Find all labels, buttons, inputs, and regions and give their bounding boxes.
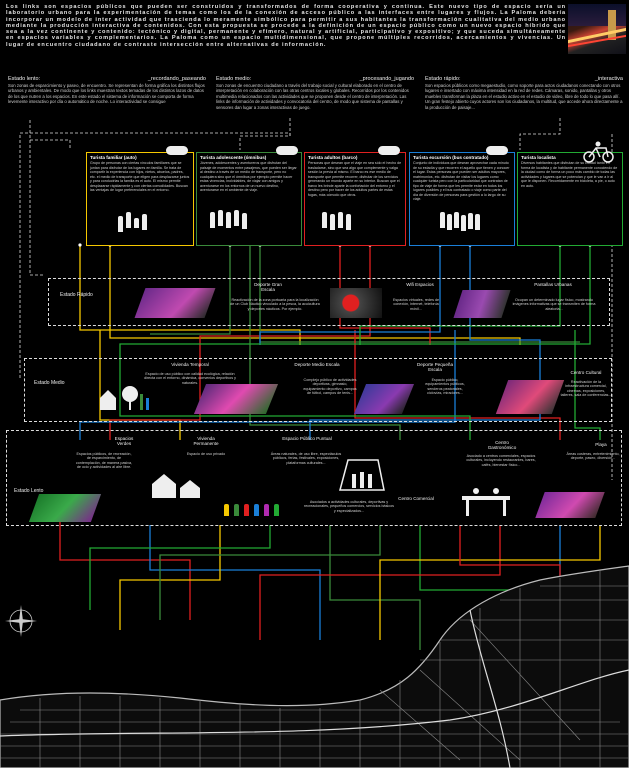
compass-icon (5, 605, 37, 637)
node-centro-cultural: Centro Cultural (570, 370, 602, 375)
city-map (0, 565, 629, 768)
cloud-icon (486, 146, 508, 155)
node-wifi-espacios: Wifi Espacios (406, 282, 434, 287)
profile-title: Turista localista (521, 155, 556, 160)
node-vivienda-temporal: Vivienda Temporal (171, 362, 209, 367)
node-desc: Asociados a actividades culturales, depo… (304, 500, 394, 513)
bicycle-icon (583, 141, 614, 163)
node-desc: Ocupan un determinado lugar físico, most… (512, 298, 596, 311)
profile-title: Turista adolescente (ómnibus) (200, 155, 267, 160)
market-people-icon (339, 459, 385, 491)
dining-table-icon (462, 488, 510, 516)
column-lento-header: Estado lento:_recordando_paseando (8, 76, 206, 82)
profile-box-localista: Turista localista Diversos habitantes qu… (517, 152, 623, 246)
medium-sports-image (193, 384, 279, 414)
state-lento-band (6, 430, 622, 526)
profile-text: Conjunto de individuos que desean aprove… (413, 161, 510, 201)
people-color-icons (224, 504, 294, 518)
node-desc: Reactivación de la infraestructura comer… (560, 380, 612, 398)
node-pantallas-urbanas: Pantallas Urbanas (534, 282, 572, 287)
state-medio-band (24, 358, 612, 422)
node-deporte-medio-escala: Deporte Medio Escala (294, 362, 340, 367)
city-night-photo (568, 4, 626, 54)
column-lento-text: Son zonas de esparcimiento y paseo, de e… (8, 83, 205, 105)
node-deporte-pequena-escala: Deporte Pequeña Escala (416, 362, 453, 373)
profile-box-excursion: Turista excursión (bus contratado) Conju… (409, 152, 515, 246)
profile-text: Jóvenes, adolescentes y aventureros que … (200, 161, 297, 192)
node-desc: Espacio de uso público con calidad ecoló… (144, 372, 236, 385)
beach-image (535, 492, 605, 518)
profile-text: Personas que desean que el viaje en sea … (308, 161, 402, 197)
green-spaces-image (28, 494, 102, 522)
urban-screens-image (453, 290, 511, 318)
node-vivienda-permanente: Vivienda Permanente (193, 436, 219, 447)
cloud-icon (166, 146, 188, 155)
house-tree-icon (100, 386, 149, 410)
node-centro-gastronomico: Centro Gastronómico (487, 440, 517, 451)
profile-title: Turista familiar (auto) (90, 155, 137, 160)
state-medio-label: Estado Medio (34, 380, 65, 386)
node-desc: Áreas naturales, de uso libre, espectácu… (270, 452, 342, 465)
node-espacios-verdes: Espacios Verdes (114, 436, 134, 447)
profile-box-adultos: Turista adultos (barco) Personas que des… (304, 152, 406, 246)
housing-icon (152, 474, 200, 498)
profile-text: Diversos habitantes que disfrutan de su … (521, 161, 618, 188)
node-espacio-publico-puntual: Espacio Público Puntual (282, 436, 332, 441)
profile-title: Turista excursión (bus contratado) (413, 155, 489, 160)
wifi-people-image (330, 288, 382, 318)
profile-title: Turista adultos (barco) (308, 155, 358, 160)
column-rapido-text: Son espacios públicos como megaestudio, … (425, 83, 623, 110)
node-desc: Espacios virtuales, redes de conexión, i… (392, 298, 440, 311)
node-desc: Espacio público, equipamientos públicos,… (425, 378, 465, 396)
node-desc: Espacio de uso privado (186, 452, 226, 456)
node-centro-comercial: Centro Comercial (398, 496, 434, 501)
node-deporte-gran-escala: Deporte Gran Escala (254, 282, 282, 293)
profile-box-familiar: Turista familiar (auto) Grupo de persona… (86, 152, 194, 246)
state-lento-label: Estado Lento (14, 488, 44, 494)
cloud-icon (378, 146, 400, 155)
cloud-icon (276, 146, 298, 155)
node-desc: Reactivación de la zona portuaria para l… (230, 298, 320, 311)
node-desc: Espacios públicos, de recreación, de esp… (75, 452, 133, 470)
profile-box-adolescente: Turista adolescente (ómnibus) Jóvenes, a… (196, 152, 302, 246)
column-medio-text: Son zonas de encuentro ciudadano a travé… (216, 83, 409, 110)
state-rapido-band (48, 278, 610, 326)
state-rapido-label: Estado Rápido (60, 292, 93, 298)
node-desc: Complejo público de actividades deportiv… (303, 378, 357, 396)
node-desc: Asociado a centros comerciales, espacios… (466, 454, 536, 467)
node-desc: Áreas costeras, entretenimiento, deporte… (566, 452, 620, 461)
node-playa: Playa (595, 442, 607, 447)
sports-plan-image (134, 288, 216, 318)
intro-paragraph: Los links son espacios públicos que pued… (6, 4, 566, 48)
column-medio-header: Estado medio:_procesando_jugando (216, 76, 414, 82)
column-rapido-header: Estado rápido:_interactiva (425, 76, 623, 82)
profile-text: Grupo de personas con ciertas vínculos f… (90, 161, 190, 192)
